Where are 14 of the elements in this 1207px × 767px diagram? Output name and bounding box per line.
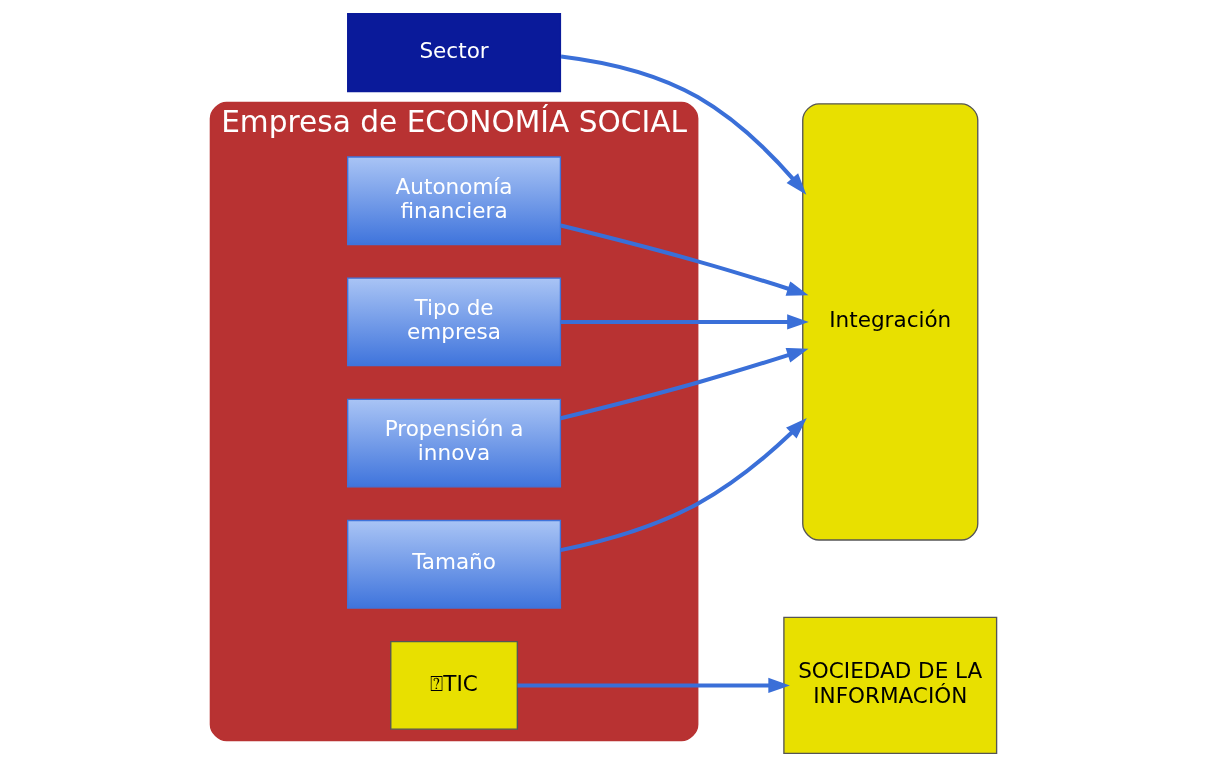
node-box: Sector bbox=[347, 12, 562, 93]
arrow bbox=[560, 223, 809, 296]
node-box: SOCIEDAD DE LA INFORMACIÓN bbox=[783, 616, 998, 755]
node-box: Tamaño bbox=[347, 519, 562, 609]
node-box: Tipo de empresa bbox=[347, 277, 562, 367]
node-box: Integración bbox=[802, 103, 979, 541]
arrow bbox=[560, 418, 807, 553]
node-box: ⍰TIC bbox=[390, 640, 518, 730]
arrow bbox=[560, 54, 807, 195]
arrow bbox=[560, 314, 809, 330]
arrow bbox=[560, 348, 809, 421]
arrow bbox=[517, 677, 790, 693]
node-box: Propensión a innova bbox=[347, 398, 562, 488]
node-box: Autonomía financiera bbox=[347, 156, 562, 246]
